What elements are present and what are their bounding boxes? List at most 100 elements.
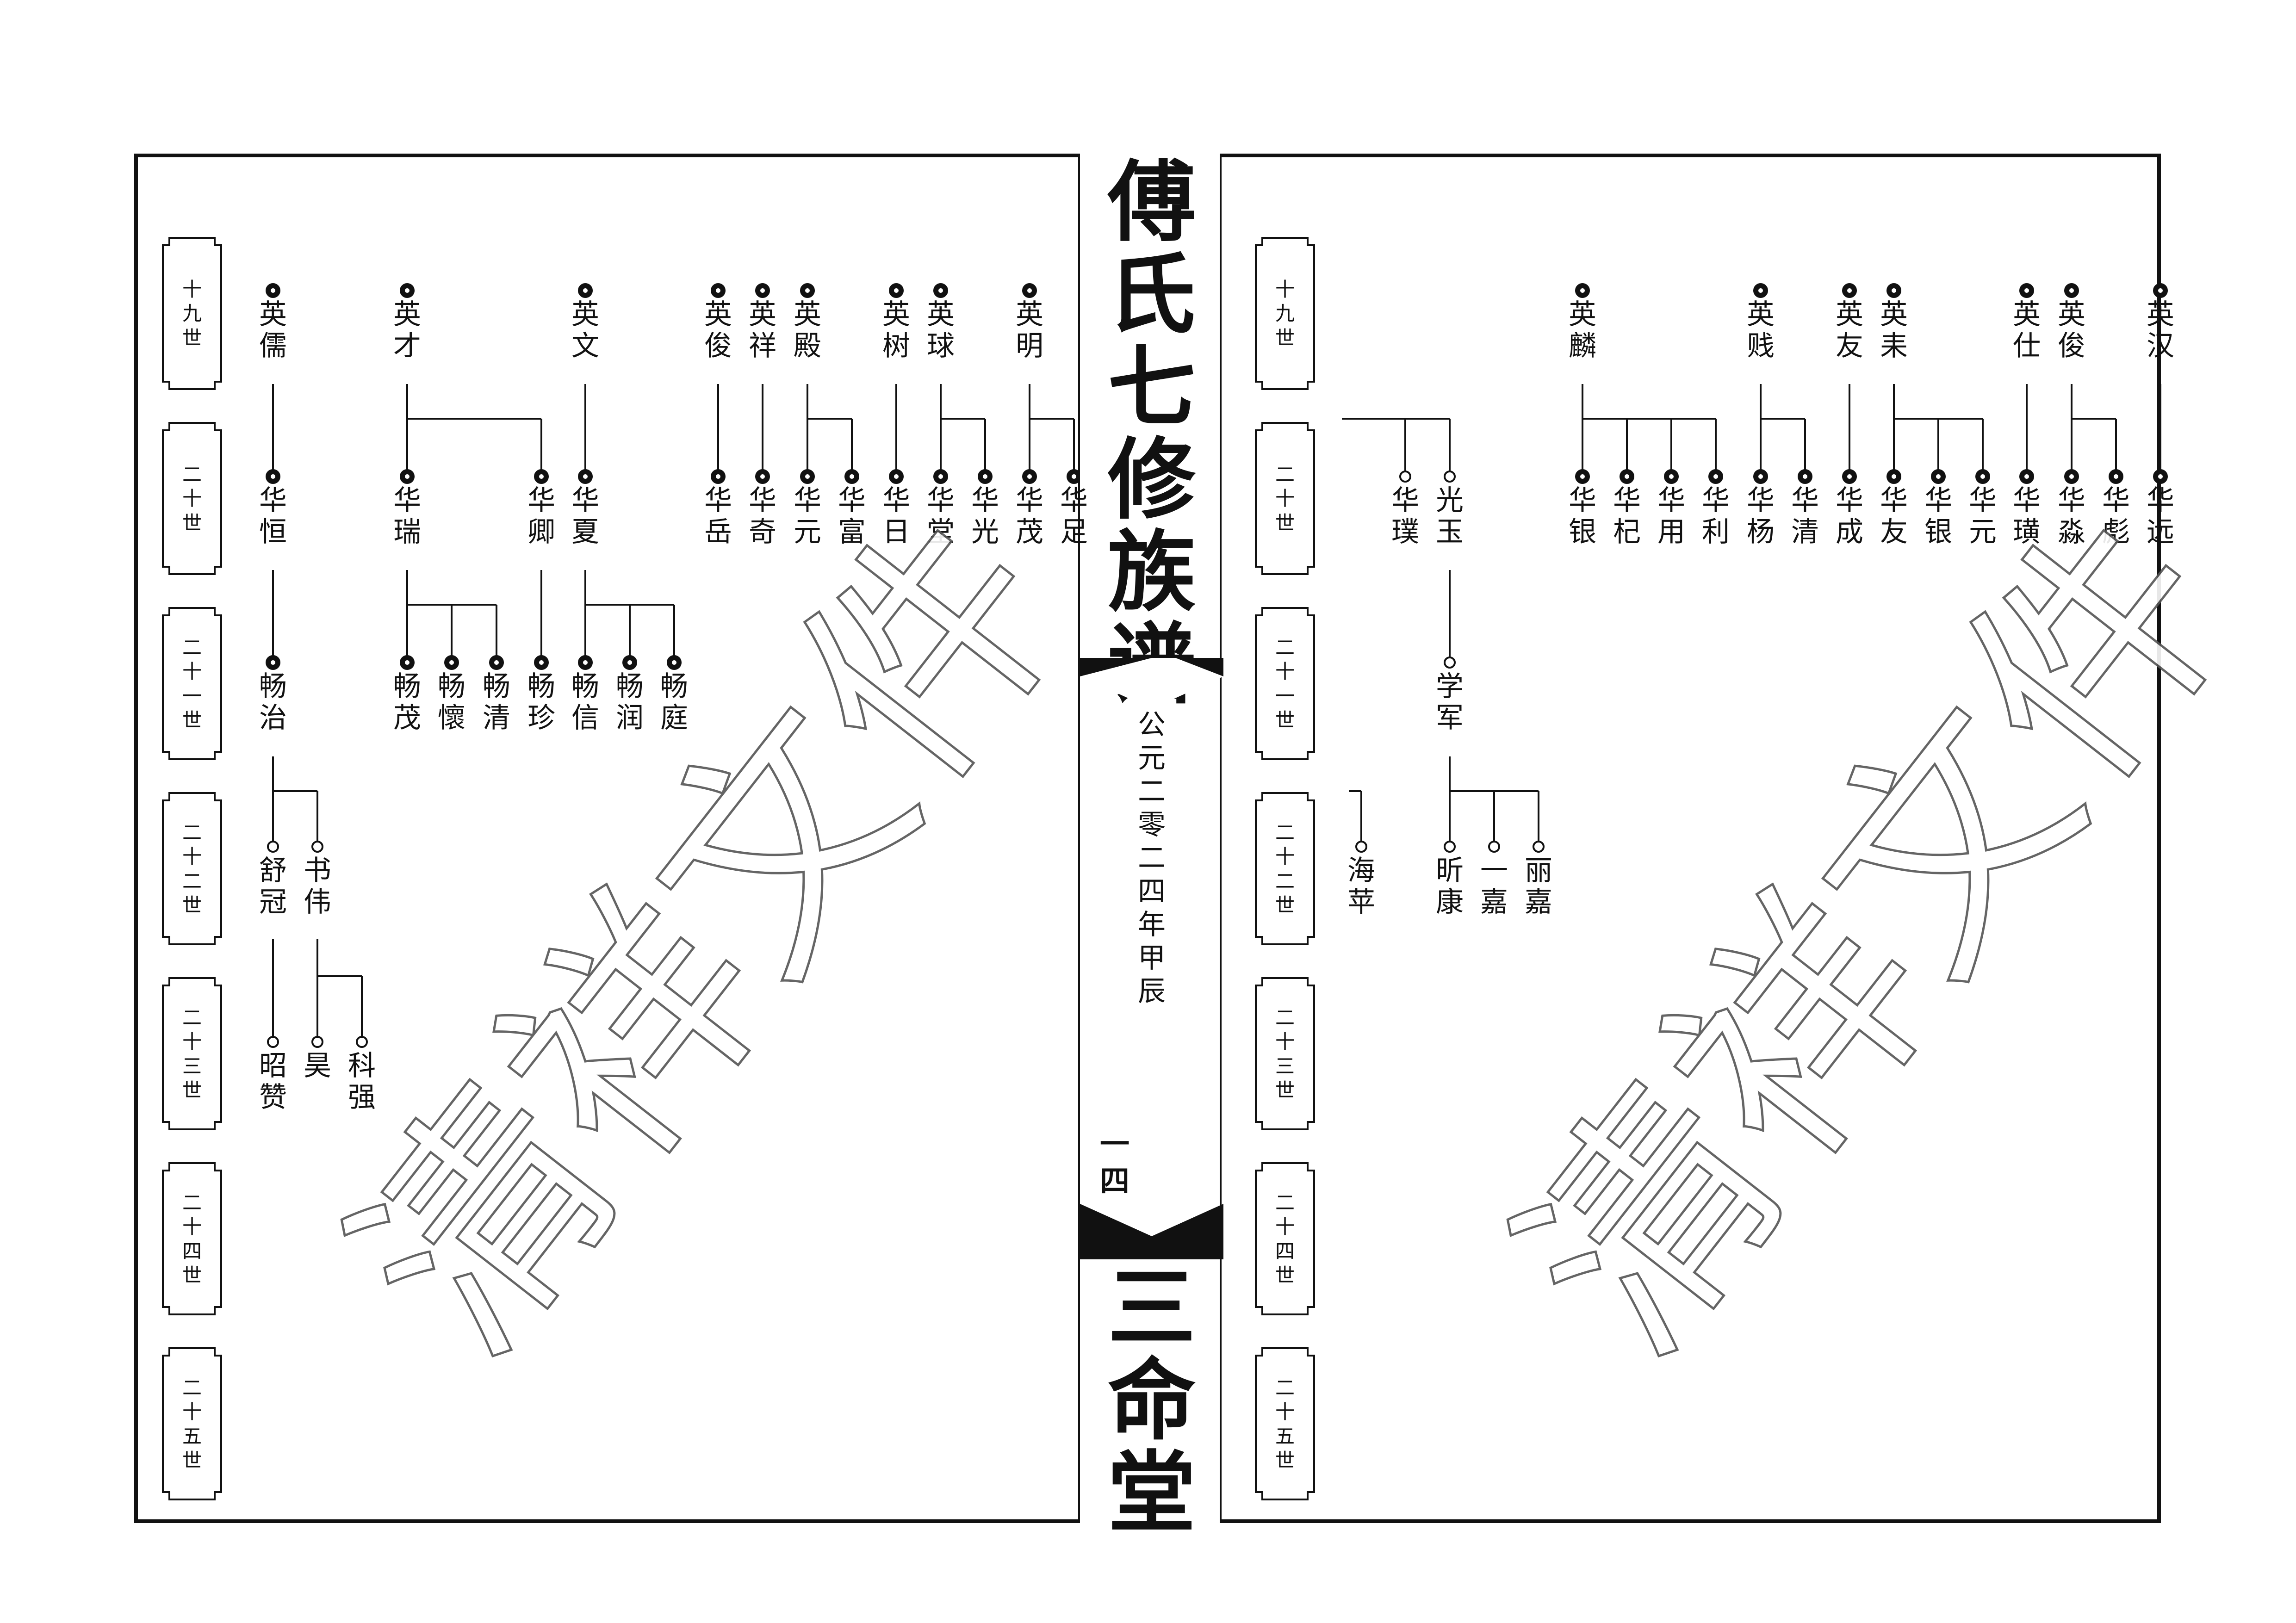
person-name: 华淼	[2058, 484, 2085, 548]
person-marker-center	[1980, 474, 1985, 479]
person-marker-center	[983, 474, 987, 479]
generation-label-box: 二十二世	[161, 791, 223, 946]
person-marker-center	[1580, 288, 1585, 293]
person-name: 华杞	[1613, 484, 1641, 548]
spine-chevron-bottom	[1080, 1204, 1223, 1259]
person-marker-center	[2158, 474, 2163, 479]
generation-label-box: 二十五世	[161, 1346, 223, 1501]
person-marker-center	[1713, 474, 1718, 479]
person-marker-center	[1758, 474, 1763, 479]
person-marker-center	[760, 288, 765, 293]
person-marker-center	[1803, 474, 1807, 479]
person-name: 华友	[1880, 484, 1908, 548]
person-name: 英文	[571, 298, 599, 362]
person-marker-center	[2114, 474, 2118, 479]
person-marker-center	[627, 660, 632, 665]
person-marker-center	[271, 660, 275, 665]
person-marker-center	[760, 474, 765, 479]
person-name: 英汉	[2147, 298, 2174, 362]
generation-label: 二十一世	[182, 636, 202, 732]
person-name: 英麟	[1569, 298, 1596, 362]
person-name: 华彪	[2102, 484, 2130, 548]
person-marker-center	[850, 474, 854, 479]
person-marker-hollow	[356, 1036, 368, 1048]
person-name: 华杨	[1747, 484, 1775, 548]
person-marker-center	[716, 288, 720, 293]
person-marker-center	[1027, 288, 1032, 293]
person-name: 华远	[2147, 484, 2174, 548]
person-name: 华富	[838, 484, 866, 548]
person-marker-center	[2069, 474, 2074, 479]
person-marker-hollow	[1533, 841, 1545, 853]
person-marker-center	[938, 288, 943, 293]
person-marker-center	[894, 474, 899, 479]
generation-label: 二十五世	[1275, 1376, 1295, 1472]
generation-label: 二十三世	[182, 1006, 202, 1102]
person-marker-hollow	[311, 841, 323, 853]
person-marker-hollow	[1488, 841, 1500, 853]
person-name: 舒冠	[259, 855, 287, 918]
person-marker-center	[1072, 474, 1076, 479]
person-name: 华利	[1702, 484, 1730, 548]
person-marker-hollow	[1444, 657, 1456, 669]
generation-label-box: 二十二世	[1254, 791, 1316, 946]
generation-label-box: 二十世	[161, 421, 223, 576]
person-name: 华卿	[527, 484, 555, 548]
person-name: 华奇	[749, 484, 776, 548]
person-marker-center	[405, 660, 410, 665]
person-name: 英仕	[2013, 298, 2041, 362]
person-name: 华璞	[1391, 484, 1419, 548]
person-name: 华光	[971, 484, 999, 548]
person-marker-center	[1892, 288, 1896, 293]
person-name: 华成	[1836, 484, 1863, 548]
generation-label: 二十世	[1275, 463, 1295, 534]
person-marker-hollow	[311, 1036, 323, 1048]
person-name: 英耒	[1880, 298, 1908, 362]
person-name: 华恒	[259, 484, 287, 548]
person-marker-center	[539, 660, 544, 665]
person-name: 华瑞	[393, 484, 421, 548]
person-marker-hollow	[1444, 841, 1456, 853]
person-marker-hollow	[1399, 471, 1411, 483]
person-marker-center	[449, 660, 454, 665]
generation-label-box: 二十五世	[1254, 1346, 1316, 1501]
person-name: 华银	[1924, 484, 1952, 548]
person-name: 英儒	[259, 298, 287, 362]
person-name: 畅润	[616, 670, 644, 734]
person-marker-center	[271, 288, 275, 293]
person-name: 书伟	[304, 855, 331, 918]
person-marker-hollow	[267, 841, 279, 853]
person-name: 丽嘉	[1525, 855, 1552, 918]
person-marker-center	[938, 474, 943, 479]
generation-label: 十九世	[1275, 278, 1295, 349]
person-name: 英祥	[749, 298, 776, 362]
generation-label-box: 二十一世	[1254, 606, 1316, 761]
person-marker-center	[405, 288, 410, 293]
person-name: 畅茂	[393, 670, 421, 734]
generation-label-box: 十九世	[1254, 236, 1316, 391]
generation-label: 二十二世	[1275, 821, 1295, 917]
person-marker-center	[1758, 288, 1763, 293]
person-marker-center	[583, 288, 588, 293]
generation-label-box: 二十三世	[161, 976, 223, 1131]
person-name: 华用	[1657, 484, 1685, 548]
generation-label: 二十一世	[1275, 636, 1295, 732]
person-name: 英才	[393, 298, 421, 362]
person-marker-center	[1892, 474, 1896, 479]
page-number: 一四	[1100, 1127, 1129, 1199]
person-name: 学军	[1436, 670, 1464, 734]
person-name: 畅懷	[438, 670, 465, 734]
person-marker-center	[2158, 288, 2163, 293]
person-name: 畅庭	[660, 670, 688, 734]
person-name: 英友	[1836, 298, 1863, 362]
person-name: 昕康	[1436, 855, 1464, 918]
person-marker-center	[539, 474, 544, 479]
person-marker-center	[894, 288, 899, 293]
person-marker-center	[1669, 474, 1674, 479]
person-marker-center	[1027, 474, 1032, 479]
person-name: 英明	[1016, 298, 1043, 362]
hall-name: 三命堂	[1107, 1256, 1196, 1544]
person-name: 华璜	[2013, 484, 2041, 548]
person-name: 英殿	[794, 298, 821, 362]
person-marker-hollow	[1444, 471, 1456, 483]
